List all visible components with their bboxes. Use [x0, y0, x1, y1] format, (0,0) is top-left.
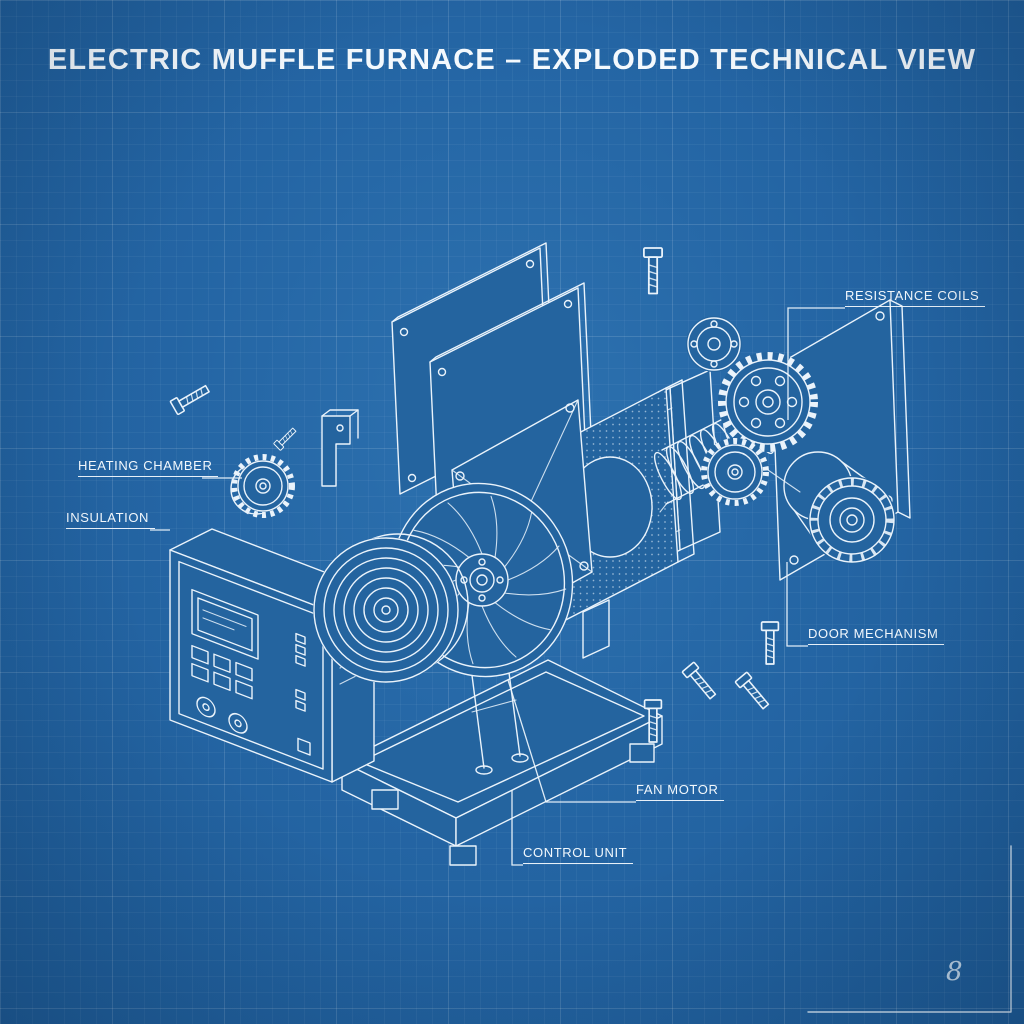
- small-gear-drawing: [230, 454, 295, 518]
- panel-knob: [228, 712, 248, 734]
- panel-button: [213, 653, 231, 674]
- control-panel-drawing: [178, 560, 324, 770]
- heating-spiral-drawing: [313, 533, 469, 683]
- label-resistance-coils: RESISTANCE COILS: [845, 288, 986, 307]
- fan-support-drawing: [469, 649, 529, 775]
- panel-button: [235, 679, 253, 700]
- leader-lines: [150, 307, 845, 866]
- mounting-bracket-drawing: [321, 409, 359, 487]
- screw-small: [273, 425, 299, 451]
- panel-button: [235, 661, 253, 682]
- screw-left: [169, 381, 212, 416]
- label-door-mechanism: DOOR MECHANISM: [808, 626, 945, 645]
- label-insulation: INSULATION: [66, 510, 156, 529]
- corner-mark: 8: [946, 957, 963, 987]
- bolt-lower-1: [681, 661, 720, 703]
- corner-frame: 8: [807, 845, 1012, 1013]
- display-screen: [191, 588, 259, 660]
- panel-button: [191, 662, 209, 683]
- label-control-unit: CONTROL UNIT: [523, 845, 634, 864]
- diagram-title: ELECTRIC MUFFLE FURNACE – EXPLODED TECHN…: [47, 44, 977, 76]
- bolt-lower-2: [734, 671, 773, 713]
- label-fan-motor: FAN MOTOR: [636, 782, 725, 801]
- panel-button: [191, 644, 209, 665]
- bolt-top: [642, 247, 664, 295]
- base-platform-drawing: [341, 659, 663, 866]
- door-motor-drawing: [767, 450, 896, 564]
- panel-knob: [196, 696, 216, 718]
- label-heating-chamber: HEATING CHAMBER: [78, 458, 219, 477]
- panel-button: [213, 671, 231, 692]
- door-gear-drawing: [686, 316, 818, 506]
- bolt-right: [760, 621, 780, 665]
- door-slide-drawing: [582, 599, 610, 659]
